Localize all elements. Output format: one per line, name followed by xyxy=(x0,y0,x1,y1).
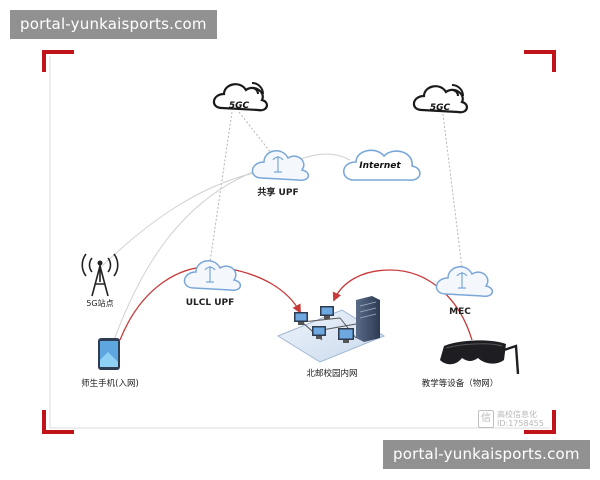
node-label-5gc-left: 5GC xyxy=(229,101,250,111)
base-station-node: 5G站点 xyxy=(81,253,119,308)
node-label-shared-upf: 共享 UPF xyxy=(257,186,298,198)
internet-node: Internet xyxy=(342,149,421,181)
signal-icon xyxy=(251,82,264,95)
smartphone-icon xyxy=(98,338,120,370)
node-label-mec: MEC xyxy=(449,307,471,317)
watermark-top: portal-yunkaisports.com xyxy=(10,10,217,39)
antenna-icon xyxy=(456,272,468,289)
shared-upf-node: 共享 UPF xyxy=(251,150,310,198)
computer-icon xyxy=(294,312,308,325)
link-5gc-upf xyxy=(238,111,276,159)
cloud-icon xyxy=(412,85,468,114)
frame-corner-brackets xyxy=(42,50,556,434)
signal-icon xyxy=(451,84,464,97)
frame-outline xyxy=(49,56,550,429)
node-label-phone: 师生手机(入网) xyxy=(81,378,139,389)
cloud-icon xyxy=(212,83,268,112)
stamp-line-1: 高校信息化 xyxy=(497,410,537,419)
node-label-base-station: 5G站点 xyxy=(86,298,113,308)
mec-node: MEC xyxy=(435,266,494,317)
stamp-line-2: ID:1758455 xyxy=(497,419,544,428)
campus-network-node: 北邮校园内网 xyxy=(276,296,386,379)
stamp-text-block: 高校信息化 ID:1758455 xyxy=(497,410,544,428)
antenna-icon xyxy=(204,266,216,283)
phone-node: 师生手机(入网) xyxy=(81,338,139,389)
computer-icon xyxy=(312,326,326,339)
node-label-5gc-right: 5GC xyxy=(430,103,451,113)
server-icon xyxy=(356,296,380,342)
core-5gc-right: 5GC xyxy=(412,84,468,114)
link-5gc-mec xyxy=(442,113,463,269)
cloud-icon xyxy=(435,266,494,297)
node-label-campus-network: 北邮校园内网 xyxy=(306,368,357,379)
stamp-logo-icon: 信 xyxy=(478,410,494,428)
node-label-internet: Internet xyxy=(359,161,401,171)
watermark-bottom: portal-yunkaisports.com xyxy=(383,440,590,469)
control-links xyxy=(209,111,463,269)
node-label-ulcl-upf: ULCL UPF xyxy=(186,298,235,308)
data-links xyxy=(99,153,351,341)
link-upf-internet xyxy=(297,153,351,161)
cloud-icon xyxy=(342,149,421,181)
flow-arrow-device-to-campus xyxy=(332,269,473,341)
antenna-icon xyxy=(272,156,284,173)
core-5gc-left: 5GC xyxy=(212,82,268,112)
node-label-teaching-device: 教学等设备（物网） xyxy=(422,378,499,389)
antenna-tower-icon xyxy=(81,253,119,297)
computer-icon xyxy=(320,306,334,319)
vr-glasses-icon xyxy=(440,340,520,375)
ulcl-upf-node: ULCL UPF xyxy=(183,260,242,308)
cloud-icon xyxy=(183,260,242,291)
link-station-upf xyxy=(99,171,259,269)
teaching-device-node: 教学等设备（物网） xyxy=(422,340,520,389)
computer-icon xyxy=(338,328,354,343)
lan-cables xyxy=(301,317,357,341)
cloud-icon xyxy=(251,150,310,181)
source-stamp: 信 高校信息化 ID:1758455 xyxy=(478,410,544,428)
link-5gc-ulcl xyxy=(209,111,233,263)
link-phone-upf xyxy=(113,169,259,341)
